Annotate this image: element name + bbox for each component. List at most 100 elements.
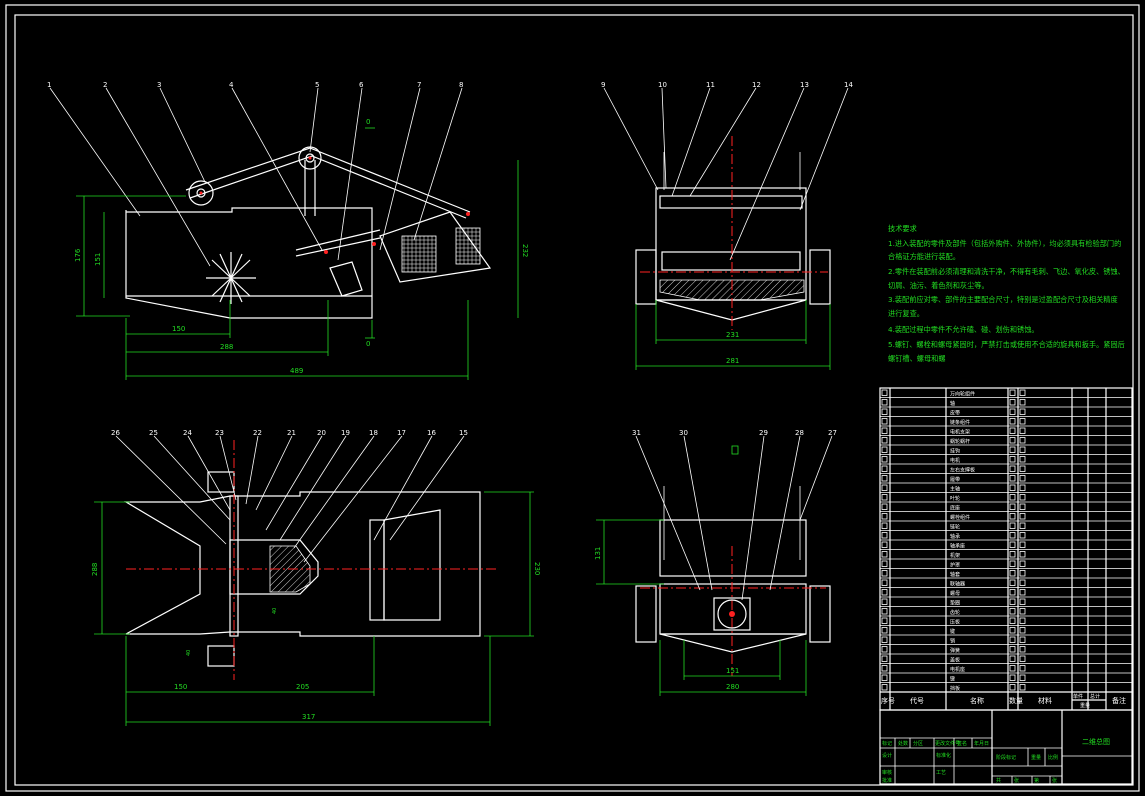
table-cell-mark [1009, 646, 1016, 653]
table-cell-mark [881, 541, 888, 548]
table-cell-mark [1009, 665, 1016, 672]
note-line: 1.进入装配的零件及部件（包括外购件、外协件），均必须具有检验部门的 [888, 239, 1121, 248]
balloon-label: 5 [315, 81, 319, 89]
balloon-label: 28 [795, 429, 804, 437]
table-header-remark: 备注 [1112, 696, 1126, 705]
dimension-label: 40 [186, 650, 192, 656]
table-cell-mark [881, 418, 888, 425]
table-cell-mark [1019, 589, 1026, 596]
balloon-label: 16 [427, 429, 436, 437]
balloon-label: 12 [752, 81, 761, 89]
table-cell-mark [1009, 551, 1016, 558]
table-header-unit-weight: 单件 [1073, 693, 1083, 700]
table-cell-mark [881, 674, 888, 681]
table-cell-mark [1019, 484, 1026, 491]
balloon-label: 15 [459, 429, 468, 437]
table-cell-mark [1009, 532, 1016, 539]
table-row-name: 压板 [950, 619, 960, 626]
table-cell-mark [1009, 465, 1016, 472]
table-cell-mark [881, 456, 888, 463]
table-cell-mark [1019, 570, 1026, 577]
table-row-name: 电机 [950, 457, 960, 464]
table-cell-mark [1019, 646, 1026, 653]
balloon-label: 18 [369, 429, 378, 437]
dimension-label: 150 [172, 325, 185, 333]
table-cell-mark [1009, 598, 1016, 605]
table-row-name: 履带 [950, 477, 960, 483]
table-row-name: 链条组件 [950, 419, 970, 426]
table-cell-mark [1009, 560, 1016, 567]
dimension-label: 489 [290, 367, 303, 375]
table-cell-mark [1009, 427, 1016, 434]
bottom-row-label: 第 [1034, 777, 1039, 784]
balloon-label: 13 [800, 81, 809, 89]
table-cell-mark [1019, 532, 1026, 539]
table-row-name: 弹簧 [950, 647, 960, 654]
table-cell-mark [1019, 513, 1026, 520]
bottom-row-label: 共 [996, 777, 1001, 784]
table-row-name: 垫圈 [950, 600, 960, 607]
bottom-row-label: 批准 [882, 777, 892, 784]
note-line: 进行复查。 [888, 309, 924, 318]
view-side-elevation [49, 87, 519, 380]
table-cell-mark [881, 608, 888, 615]
table-cell-mark [881, 636, 888, 643]
table-cell-mark [1019, 617, 1026, 624]
dimension-label: 151 [726, 667, 739, 675]
table-cell-mark [881, 475, 888, 482]
balloon-label: 20 [317, 429, 326, 437]
bottom-row-label: 张 [1052, 777, 1057, 784]
dimension-label: 288 [220, 343, 233, 351]
impeller-icon [206, 252, 256, 304]
table-cell-mark [1019, 503, 1026, 510]
table-row-name: 键 [950, 676, 955, 683]
table-row-name: 轴承座 [950, 543, 965, 550]
note-line: 切屑、油污、着色剂和灰尘等。 [888, 281, 989, 290]
table-cell-mark [1009, 608, 1016, 615]
table-cell-mark [1009, 589, 1016, 596]
note-line: 螺钉槽、螺母和螺 [888, 354, 946, 363]
table-cell-mark [1019, 598, 1026, 605]
table-cell-mark [881, 427, 888, 434]
table-cell-mark [1009, 674, 1016, 681]
balloon-label: 6 [359, 81, 364, 89]
table-cell-mark [881, 551, 888, 558]
table-row-name: 护罩 [950, 562, 960, 569]
note-line: 合格证方能进行装配。 [888, 252, 960, 261]
balloon-label: 1 [47, 81, 51, 89]
table-cell-mark [1009, 503, 1016, 510]
table-cell-mark [1019, 389, 1026, 396]
table-cell-mark [881, 617, 888, 624]
balloon-label: 26 [111, 429, 120, 437]
table-header-weight: 重量 [1080, 702, 1090, 709]
sign-row-label: 处数 [898, 740, 908, 747]
table-cell-mark [1019, 608, 1026, 615]
title-block [879, 709, 1133, 785]
balloon-label: 30 [679, 429, 688, 437]
table-cell-mark [881, 560, 888, 567]
table-cell-mark [1009, 636, 1016, 643]
table-cell-mark [1009, 475, 1016, 482]
table-cell-mark [1019, 427, 1026, 434]
balloon-label: 11 [706, 81, 715, 89]
table-cell-mark [1019, 494, 1026, 501]
table-cell-mark [1009, 655, 1016, 662]
sign-row-label: 标记 [882, 740, 892, 747]
note-line: 2.零件在装配前必须清理和清洗干净，不得有毛刺、飞边、氧化皮、锈蚀、 [888, 267, 1125, 276]
sign-row2-label: 设计 [882, 752, 892, 759]
table-cell-mark [1019, 465, 1026, 472]
table-cell-mark [1019, 456, 1026, 463]
table-row-name: 电机座 [950, 666, 965, 673]
table-cell-mark [1019, 541, 1026, 548]
table-header-qty: 数量 [1009, 696, 1023, 705]
table-cell-mark [1009, 484, 1016, 491]
bottom-row-label: 工艺 [936, 770, 946, 776]
table-cell-mark [881, 627, 888, 634]
table-cell-mark [1009, 522, 1016, 529]
table-cell-mark [1019, 399, 1026, 406]
table-cell-mark [1019, 475, 1026, 482]
outer-border [5, 4, 1140, 792]
table-cell-mark [881, 484, 888, 491]
parts-table [879, 387, 1133, 711]
balloon-label: 8 [459, 81, 463, 89]
